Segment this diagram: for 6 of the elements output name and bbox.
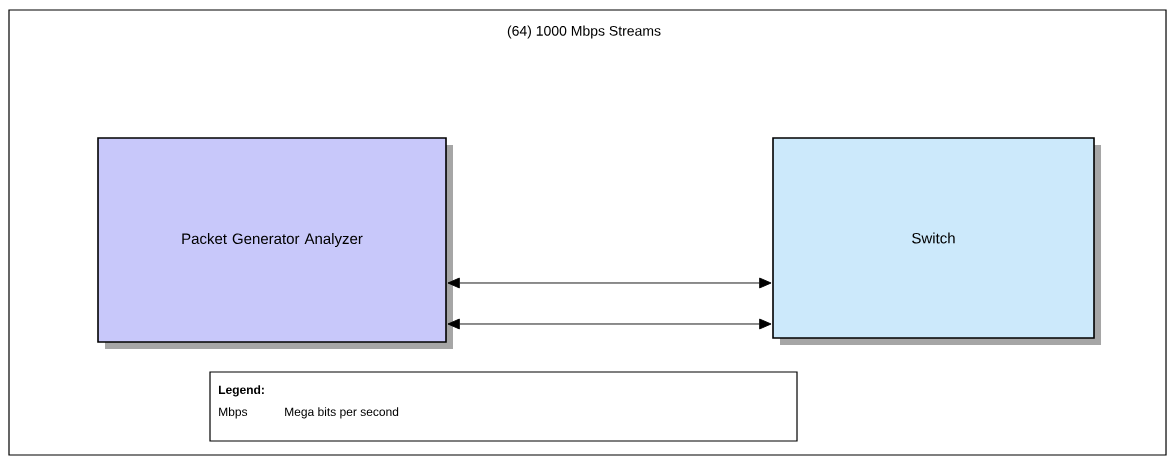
- legend-box: Legend: Mbps Mega bits per second: [209, 371, 798, 442]
- arrow: [447, 277, 772, 289]
- process-box: Switch: [772, 137, 1101, 345]
- title: (64) 1000 Mbps Streams: [507, 25, 661, 39]
- process-box: Packet Generator Analyzer: [97, 137, 453, 349]
- arrow: [447, 318, 772, 330]
